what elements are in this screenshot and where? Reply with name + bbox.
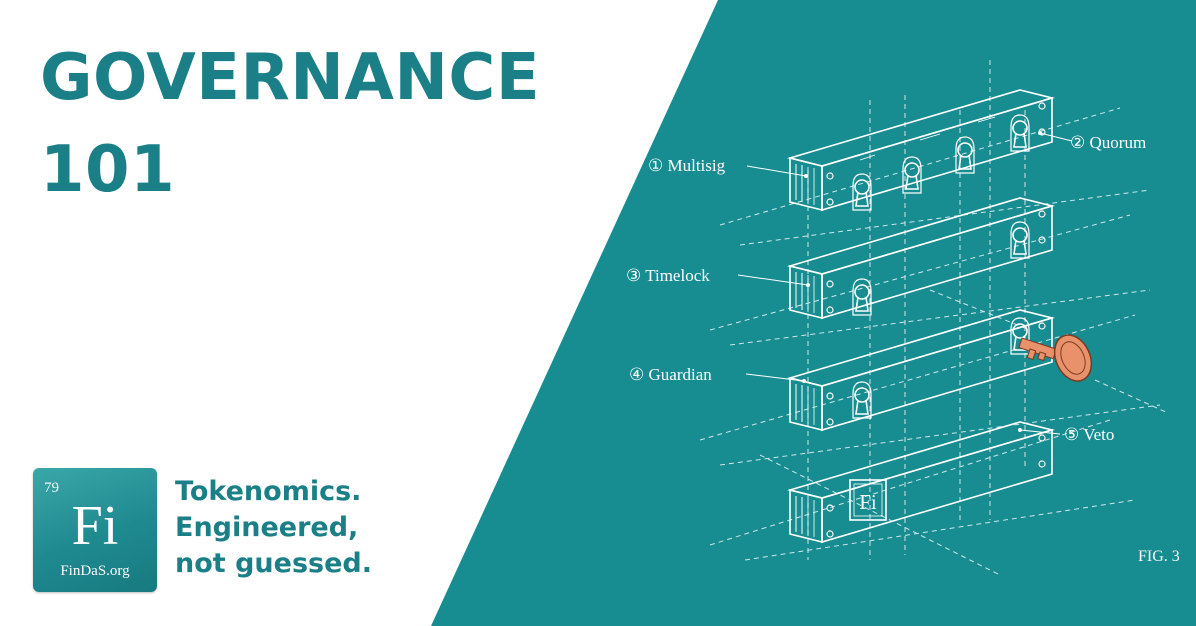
figure-label: FIG. 3 [1138, 548, 1180, 565]
svg-text:② Quorum: ② Quorum [1070, 133, 1146, 152]
page-title-number: 101 [40, 133, 176, 207]
callout-quorum: ② Quorum [1070, 133, 1146, 152]
svg-text:① Multisig: ① Multisig [648, 156, 726, 175]
lock-block-guardian [789, 309, 1053, 431]
callout-guardian: ④ Guardian [629, 365, 712, 384]
tagline-line-2: Engineered, [175, 512, 359, 543]
svg-text:Fi: Fi [859, 490, 877, 514]
svg-text:③ Timelock: ③ Timelock [626, 266, 710, 285]
lock-block-veto [789, 421, 1053, 543]
callout-multisig: ① Multisig [648, 156, 726, 175]
findas-logo-tile[interactable]: 79 Fi FinDaS.org [33, 468, 157, 592]
callout-veto: ⑤ Veto [1064, 425, 1114, 444]
logo-atomic-number: 79 [44, 480, 59, 496]
fi-engraving: Fi [849, 479, 887, 521]
tagline-line-1: Tokenomics. [175, 476, 362, 507]
key-icon [1018, 334, 1093, 382]
tagline-line-3: not guessed. [175, 548, 372, 579]
logo-symbol: Fi [71, 495, 119, 557]
page-title: GOVERNANCE [40, 41, 541, 115]
svg-text:⑤ Veto: ⑤ Veto [1064, 425, 1114, 444]
svg-text:④ Guardian: ④ Guardian [629, 365, 712, 384]
tagline: Tokenomics. Engineered, not guessed. [175, 474, 372, 582]
logo-site-name: FinDaS.org [60, 563, 130, 579]
callout-timelock: ③ Timelock [626, 266, 710, 285]
